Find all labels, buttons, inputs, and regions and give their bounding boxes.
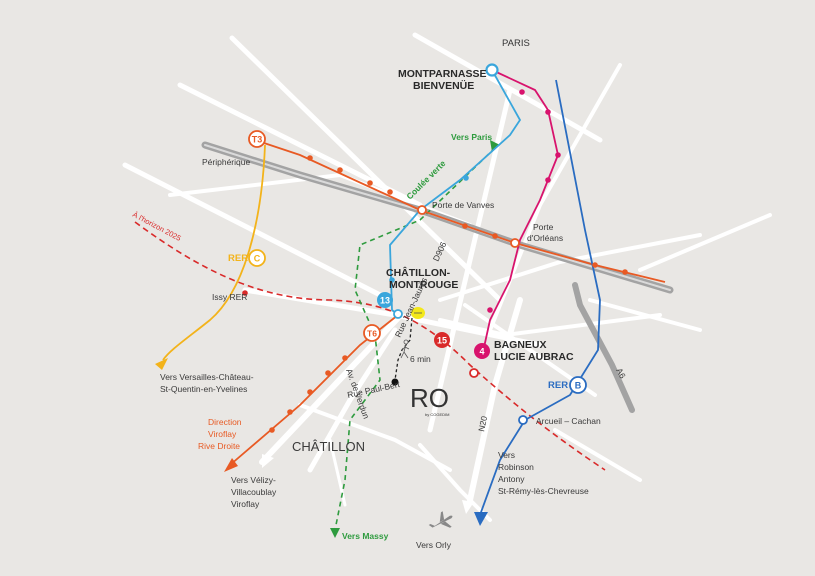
bagneux-label-1: BAGNEUX — [494, 339, 547, 351]
n20-label: N20 — [476, 415, 489, 433]
vers-massy-label: Vers Massy — [342, 531, 389, 541]
bagneux-label-2: LUCIE AUBRAC — [494, 351, 574, 363]
vers-massy-arrow-icon — [330, 528, 340, 538]
site-marker-icon — [391, 378, 399, 386]
svg-text:T3: T3 — [252, 135, 263, 145]
porte-vanves-label: Porte de Vanves — [432, 200, 494, 210]
rer-b-line — [479, 79, 601, 516]
paris-label: PARIS — [502, 38, 530, 49]
direction-label-3: Rive Droite — [198, 441, 240, 451]
porte-orleans-label-2: d'Orléans — [527, 233, 563, 243]
robinson-label-3: Antony — [498, 474, 525, 484]
rer-b-arrow-icon — [474, 512, 488, 526]
chatillon-montrouge-label-2: MONTROUGE — [389, 279, 458, 291]
porte-orleans-label-1: Porte — [533, 222, 554, 232]
vers-paris-label: Vers Paris — [451, 132, 492, 142]
montparnasse-label-1: MONTPARNASSE — [398, 68, 486, 80]
walking-person-icon — [400, 339, 410, 359]
svg-text:RER: RER — [548, 380, 568, 391]
t6-arrow-icon — [224, 458, 238, 472]
chatillon-label: CHÂTILLON — [292, 439, 365, 454]
metro-4-line — [482, 69, 559, 353]
robinson-label-1: Vers — [498, 450, 515, 460]
station-badge-icon — [411, 307, 425, 319]
versailles-label-1: Vers Versailles-Château- — [160, 372, 254, 382]
metro-15-badge: 15 — [434, 332, 450, 348]
chatillon-montrouge-station — [393, 309, 403, 319]
velizy-label-3: Viroflay — [231, 499, 260, 509]
orly-arrow-icon — [462, 500, 474, 514]
interchange-stations — [393, 63, 528, 425]
velizy-label-1: Vers Vélizy- — [231, 475, 276, 485]
svg-text:4: 4 — [479, 347, 484, 357]
issy-rer-label: Issy RER — [212, 292, 247, 302]
walk-time-label: 6 min — [410, 354, 431, 364]
direction-label-1: Direction — [208, 417, 242, 427]
bagneux-station — [469, 368, 479, 378]
velizy-label-2: Villacoublay — [231, 487, 277, 497]
road-network — [122, 32, 772, 522]
robinson-label-2: Robinson — [498, 462, 534, 472]
svg-text:B: B — [575, 381, 582, 391]
station-dots — [242, 89, 628, 433]
rer-b-badge: RER B — [548, 376, 587, 394]
vers-orly-label: Vers Orly — [416, 540, 452, 550]
montparnasse-label-2: BIENVENÜE — [413, 79, 474, 92]
svg-text:C: C — [254, 254, 261, 264]
direction-label-2: Viroflay — [208, 429, 237, 439]
arcueil-station — [518, 415, 528, 425]
rer-c-line — [162, 144, 266, 361]
robinson-label-4: St-Rémy-lès-Chevreuse — [498, 486, 589, 496]
vers-paris-arrow-icon — [490, 140, 500, 152]
plane-icon — [428, 511, 453, 528]
svg-text:T6: T6 — [367, 329, 377, 339]
peripherique-label: Périphérique — [202, 157, 250, 167]
montparnasse-station — [485, 63, 499, 77]
t6-badge: T6 — [363, 324, 381, 342]
svg-text:RER: RER — [228, 253, 248, 264]
versailles-label-2: St-Quentin-en-Yvelines — [160, 384, 247, 394]
svg-text:15: 15 — [437, 336, 447, 346]
project-logo: RO by COGEDIM — [410, 383, 449, 417]
t3-badge: T3 — [248, 130, 266, 148]
porte-orleans-station — [510, 238, 520, 248]
velizy-arrow-icon — [262, 454, 274, 468]
metro-13-badge: 13 — [377, 292, 393, 308]
metro-4-badge: 4 — [474, 343, 490, 359]
a6-label: A6 — [614, 366, 628, 380]
svg-text:RO: RO — [410, 383, 449, 413]
rer-c-badge: RER C — [228, 249, 266, 267]
chatillon-montrouge-label-1: CHÂTILLON- — [386, 266, 451, 279]
svg-text:by COGEDIM: by COGEDIM — [425, 412, 449, 417]
svg-text:13: 13 — [380, 296, 390, 306]
arcueil-label: Arcueil – Cachan — [536, 416, 601, 426]
porte-vanves-station — [417, 205, 427, 215]
rer-c-arrow-icon — [155, 358, 168, 370]
